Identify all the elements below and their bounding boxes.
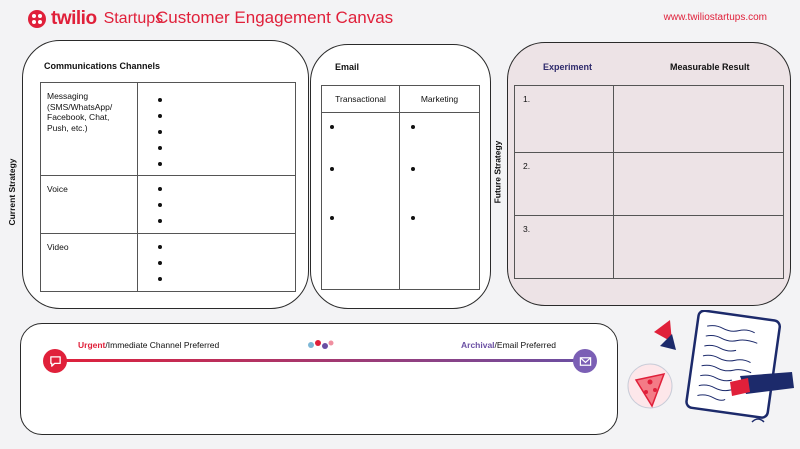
decorative-sticker-icon <box>306 338 336 357</box>
row-number: 3. <box>523 224 531 234</box>
table-row <box>321 112 480 290</box>
communications-title: Communications Channels <box>44 61 161 71</box>
envelope-icon <box>573 349 597 373</box>
bullet <box>330 216 334 220</box>
list-item <box>138 216 295 232</box>
table-row: 1. <box>514 85 784 153</box>
experiment-header: Experiment <box>543 62 593 72</box>
channel-label: Messaging (SMS/WhatsApp/ Facebook, Chat,… <box>47 91 113 133</box>
table-row: 3. <box>514 215 784 279</box>
channel-notes-cell[interactable] <box>137 82 296 176</box>
archival-strong: Archival <box>461 340 495 350</box>
measurable-result-header: Measurable Result <box>670 62 750 72</box>
transactional-notes-cell[interactable] <box>321 112 400 290</box>
urgent-rest: /Immediate Channel Preferred <box>105 340 220 350</box>
experiment-cell[interactable]: 2. <box>514 152 614 216</box>
list-item <box>138 127 295 143</box>
email-column-transactional: Transactional <box>321 85 400 113</box>
bullet <box>411 216 415 220</box>
bullet <box>330 125 334 129</box>
bullet <box>411 167 415 171</box>
row-number: 1. <box>523 94 531 104</box>
current-strategy-label: Current Strategy <box>7 158 17 226</box>
notebook-illustration <box>622 309 797 443</box>
channel-notes-cell[interactable] <box>137 233 296 292</box>
row-number: 2. <box>523 161 531 171</box>
result-cell[interactable] <box>613 215 784 279</box>
email-column-marketing: Marketing <box>399 85 480 113</box>
experiment-table: 1. 2. 3. <box>514 85 784 279</box>
email-table: Transactional Marketing <box>321 85 480 290</box>
table-row: Video <box>40 233 296 292</box>
communications-table: Messaging (SMS/WhatsApp/ Facebook, Chat,… <box>40 82 296 292</box>
list-item <box>138 143 295 159</box>
archival-rest: /Email Preferred <box>494 340 556 350</box>
chat-bubble-icon <box>43 349 67 373</box>
urgent-label: Urgent/Immediate Channel Preferred <box>78 340 219 350</box>
brand-name: twilio <box>51 8 97 29</box>
channel-label: Video <box>47 242 69 252</box>
channel-notes-cell[interactable] <box>137 175 296 234</box>
archival-label: Archival/Email Preferred <box>461 340 556 350</box>
twilio-logo-icon <box>28 10 46 28</box>
bullet-list <box>138 234 295 290</box>
marketing-notes-cell[interactable] <box>399 112 480 290</box>
list-item <box>138 184 295 200</box>
channel-label: Voice <box>47 184 68 194</box>
table-row: Voice <box>40 175 296 234</box>
list-item <box>138 200 295 216</box>
result-cell[interactable] <box>613 85 784 153</box>
channel-label-cell[interactable]: Video <box>40 233 138 292</box>
table-row: Transactional Marketing <box>321 85 480 113</box>
channel-label-cell[interactable]: Messaging (SMS/WhatsApp/ Facebook, Chat,… <box>40 82 138 176</box>
table-row: 2. <box>514 152 784 216</box>
page-title: Customer Engagement Canvas <box>156 8 394 27</box>
result-cell[interactable] <box>613 152 784 216</box>
channel-label-cell[interactable]: Voice <box>40 175 138 234</box>
urgent-strong: Urgent <box>78 340 106 350</box>
site-url-link[interactable]: www.twiliostartups.com <box>663 12 767 23</box>
list-item <box>138 258 295 274</box>
list-item <box>138 274 295 290</box>
bullet-list <box>138 83 295 175</box>
experiment-cell[interactable]: 3. <box>514 215 614 279</box>
bullet-list <box>138 176 295 232</box>
list-item <box>138 242 295 258</box>
brand-sub: Startups <box>103 10 164 27</box>
twilio-startups-logo: twilio Startups <box>28 8 163 30</box>
experiment-cell[interactable]: 1. <box>514 85 614 153</box>
list-item <box>138 159 295 175</box>
email-title: Email <box>335 62 360 72</box>
table-row: Messaging (SMS/WhatsApp/ Facebook, Chat,… <box>40 82 296 176</box>
list-item <box>138 111 295 127</box>
bullet <box>330 167 334 171</box>
urgency-gradient-line <box>55 359 585 362</box>
list-item <box>138 95 295 111</box>
future-strategy-label: Future Strategy <box>492 140 503 204</box>
bullet <box>411 125 415 129</box>
